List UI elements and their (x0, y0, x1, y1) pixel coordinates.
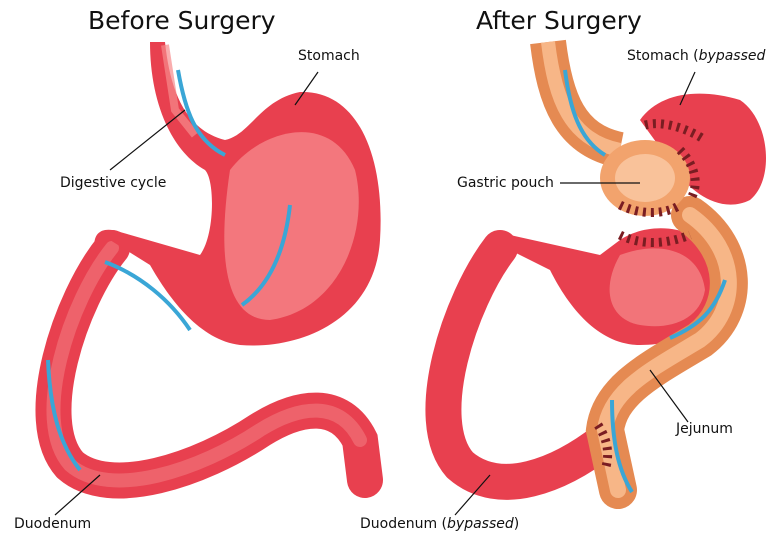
before-arrows (46, 69, 292, 472)
label-digestive-cycle: Digestive cycle (60, 175, 167, 191)
label-duodenum: Duodenum (14, 516, 92, 532)
arrow-icon (563, 69, 607, 157)
label-duodenum-bypassed: Duodenum (bypassed) (360, 516, 519, 532)
label-text: Stomach ( (627, 48, 699, 64)
arrow-icon (240, 204, 292, 307)
after-surgery-title: After Surgery (476, 6, 642, 35)
label-italic: bypassed (698, 48, 766, 64)
after-arrows (563, 69, 727, 494)
arrow-icon (176, 69, 226, 157)
before-stomach (35, 42, 383, 499)
before-surgery-title: Before Surgery (88, 6, 276, 35)
arrow-icon (46, 359, 82, 472)
arrow-icon (669, 279, 727, 340)
after-stomach (425, 39, 767, 509)
label-stomach: Stomach (298, 48, 360, 64)
arrow-icon (104, 260, 192, 332)
label-gastric-pouch: Gastric pouch (457, 175, 554, 191)
label-jejunum: Jejunum (676, 421, 733, 437)
label-text: Duodenum ( (360, 516, 448, 532)
label-italic: bypassed (447, 516, 514, 532)
leader-lines-after (454, 71, 696, 516)
staple-lines (594, 119, 708, 472)
leader-lines (54, 71, 319, 516)
label-text-end: ) (513, 516, 520, 532)
arrow-icon (610, 399, 634, 494)
label-stomach-bypassed: Stomach (bypassed (627, 48, 765, 64)
